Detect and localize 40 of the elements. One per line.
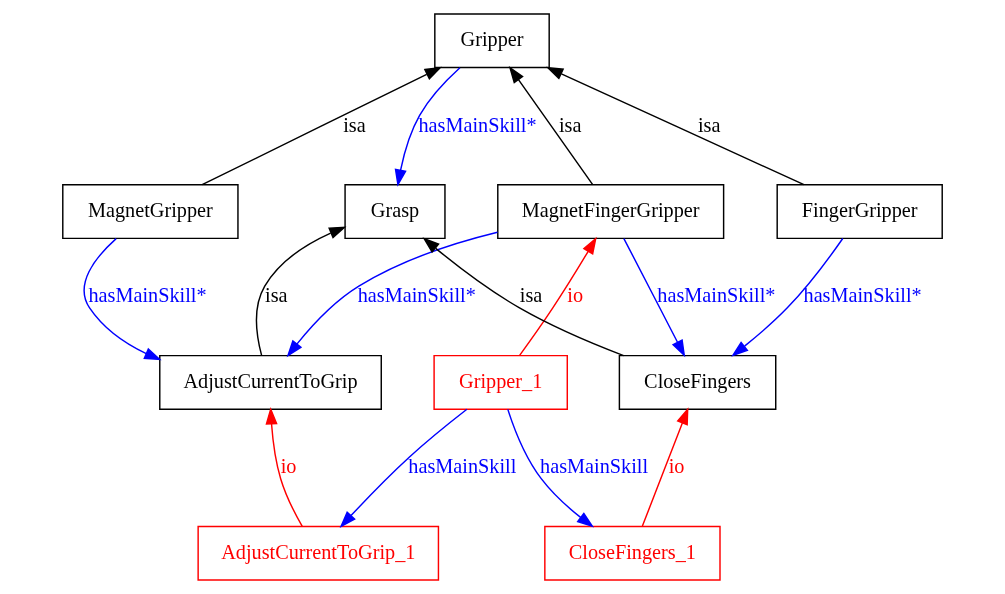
node-box: MagnetGripper	[62, 184, 239, 240]
node-box: AdjustCurrentToGrip	[159, 354, 382, 410]
edge-label: hasMainSkill*	[88, 284, 207, 307]
arrow	[83, 237, 162, 361]
edge-label: hasMainSkill*	[657, 284, 776, 307]
node-box: MagnetFingerGripper	[497, 184, 725, 240]
arrow	[255, 226, 347, 357]
arrow	[286, 231, 499, 358]
node-box: CloseFingers	[618, 354, 777, 410]
edge-label: isa	[558, 113, 582, 136]
arrow	[545, 66, 805, 186]
edge-label: isa	[519, 284, 543, 307]
edge-label: isa	[697, 113, 721, 136]
arrow	[422, 237, 625, 357]
node-box: AdjustCurrentToGrip_1	[197, 525, 440, 581]
node-box: Gripper_1	[433, 354, 568, 410]
edge-label: io	[280, 455, 297, 478]
node-box: CloseFingers_1	[544, 525, 721, 581]
node-box: Grasp	[344, 184, 446, 240]
edge-label: hasMainSkill	[540, 455, 649, 478]
node-box: Gripper	[434, 13, 550, 69]
arrow	[394, 67, 461, 187]
edge-label: hasMainSkill*	[803, 284, 922, 307]
edge-label: hasMainSkill	[408, 455, 517, 478]
arrow	[507, 408, 595, 528]
edge-label: isa	[343, 113, 366, 136]
arrow	[265, 407, 303, 528]
arrow	[518, 236, 597, 357]
edge-label: io	[668, 455, 685, 478]
edge-label: io	[567, 284, 584, 307]
arrow	[508, 65, 594, 186]
arrow	[201, 66, 443, 186]
edge-label: isa	[265, 284, 288, 307]
node-box: FingerGripper	[776, 184, 943, 240]
arrow	[339, 408, 468, 528]
edge-label: hasMainSkill*	[357, 284, 476, 307]
arrow	[641, 407, 689, 527]
arrow	[731, 237, 844, 357]
arrow	[623, 237, 686, 358]
edge-label: hasMainSkill*	[418, 113, 537, 136]
